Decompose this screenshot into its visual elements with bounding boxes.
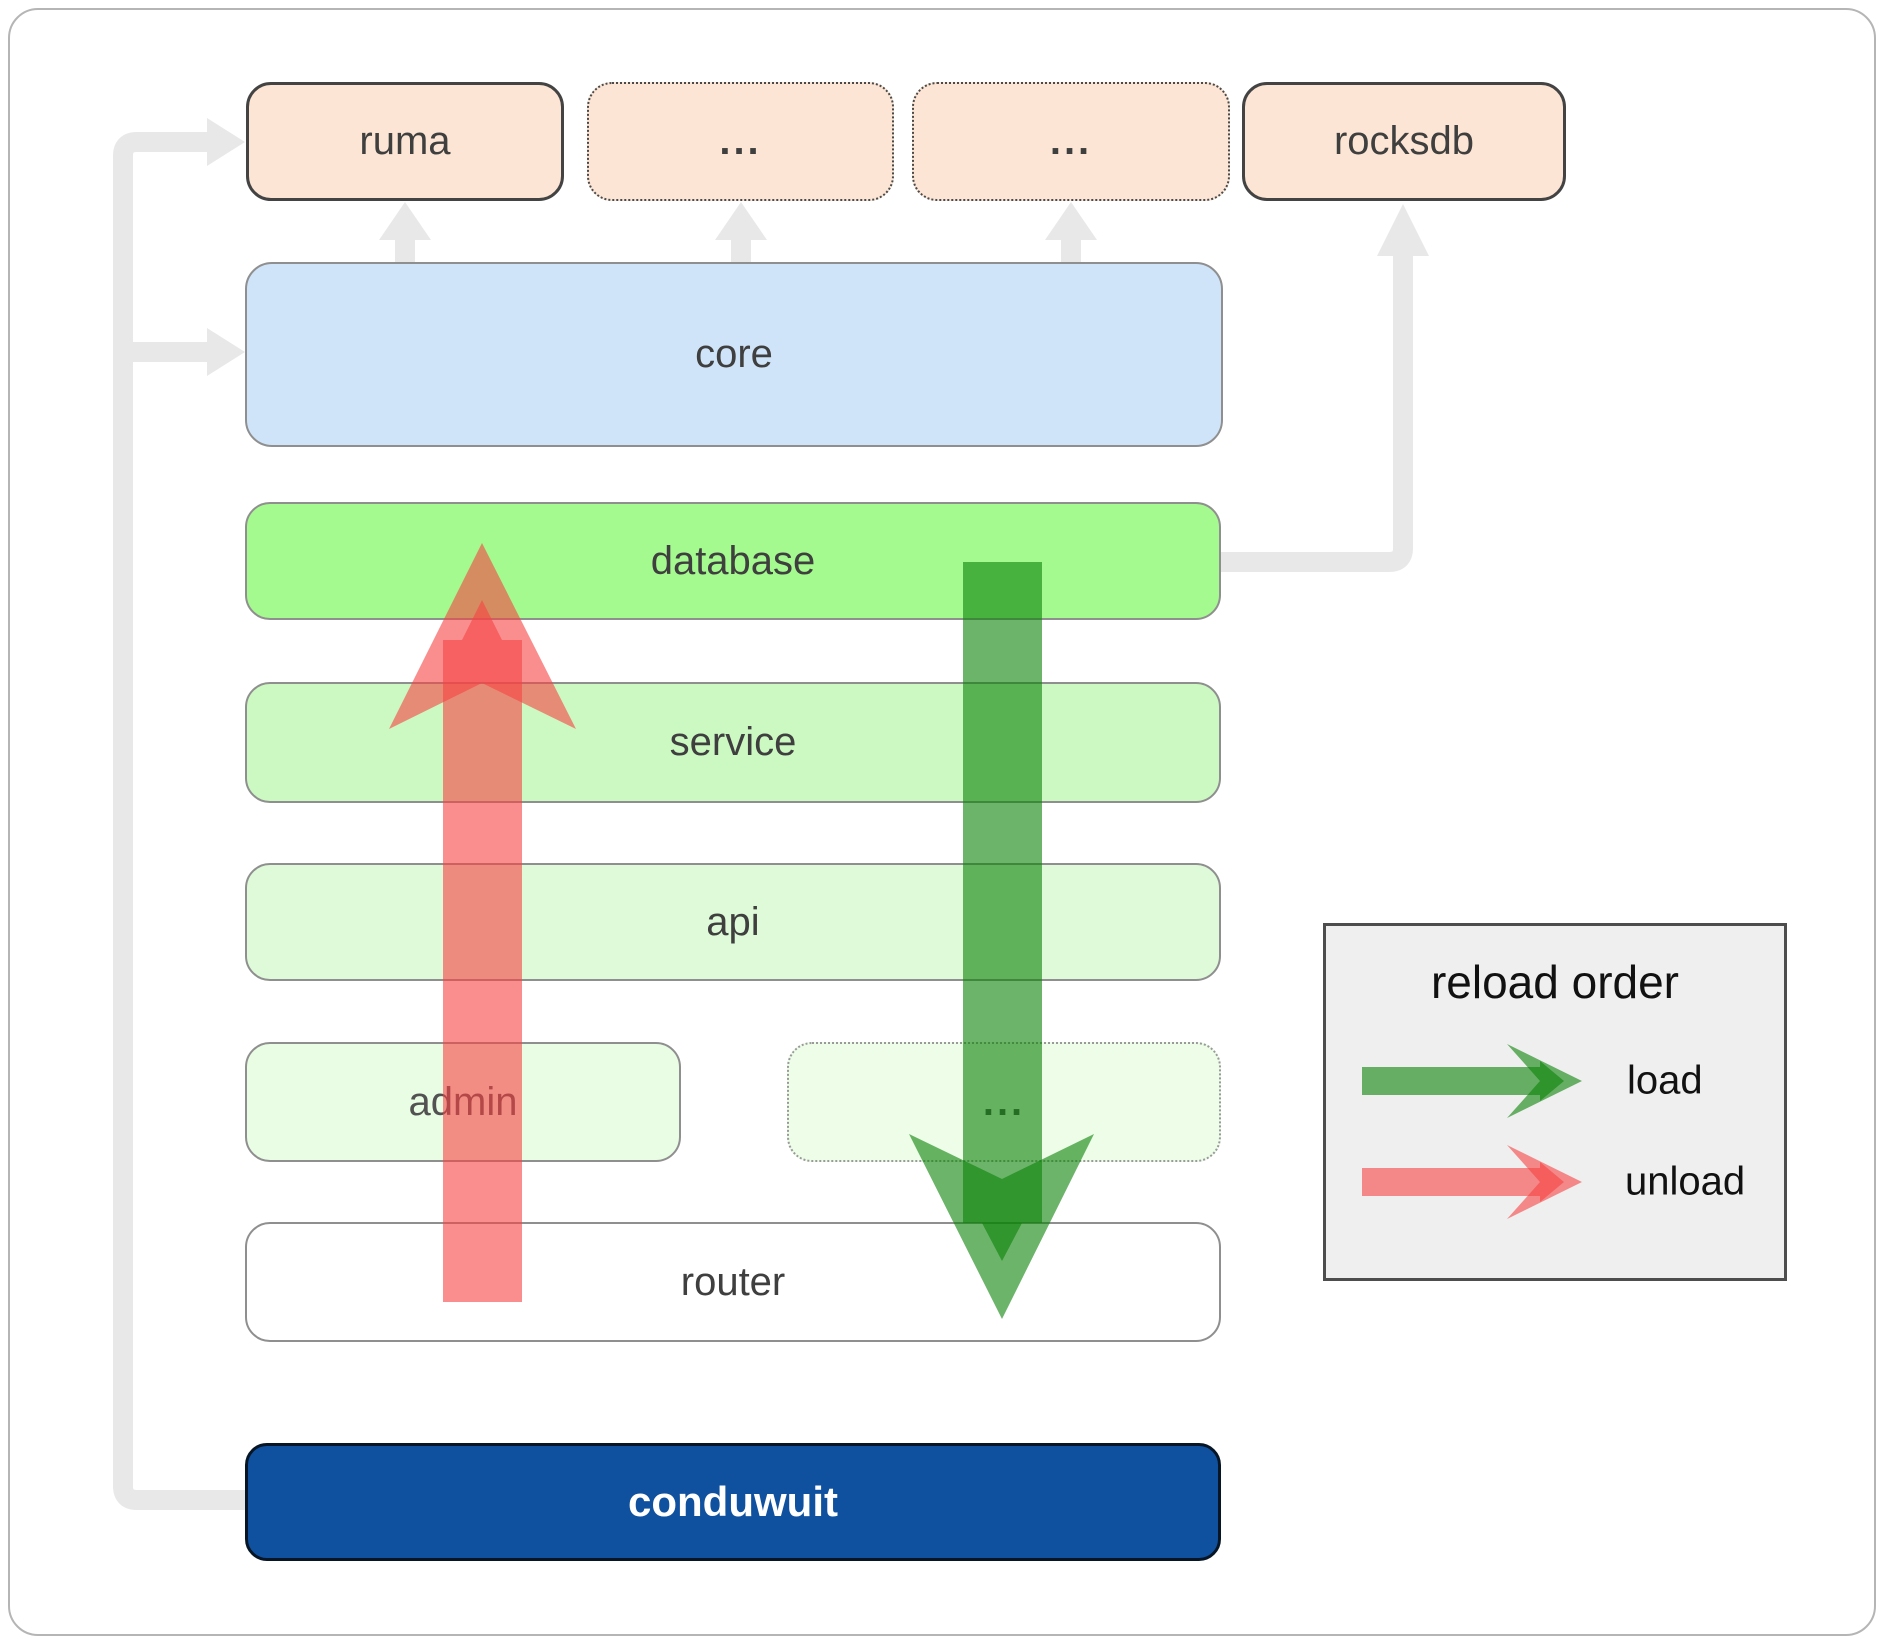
node-conduwuit-label: conduwuit	[628, 1478, 838, 1525]
node-rocksdb: rocksdb	[1242, 82, 1566, 201]
node-core-label: core	[695, 332, 773, 376]
node-rocksdb-label: rocksdb	[1333, 119, 1475, 163]
legend-title: reload order	[1430, 956, 1680, 1008]
node-ruma-label: ruma	[359, 119, 451, 163]
node-router: router	[245, 1222, 1221, 1342]
node-ellipsis-3-label: ...	[982, 1079, 1026, 1124]
node-ruma: ruma	[246, 82, 564, 201]
node-conduwuit: conduwuit	[245, 1443, 1221, 1561]
node-api: api	[245, 863, 1221, 981]
node-database-label: database	[650, 538, 816, 583]
diagram-outer-frame	[8, 8, 1876, 1636]
node-service-label: service	[669, 720, 797, 764]
node-admin-label: admin	[408, 1079, 518, 1124]
node-admin: admin	[245, 1042, 681, 1162]
node-ellipsis-1-label: ...	[719, 119, 762, 163]
legend-box: reload order	[1323, 923, 1787, 1281]
node-core: core	[245, 262, 1223, 447]
node-ellipsis-1: ...	[587, 82, 894, 201]
node-ellipsis-2-label: ...	[1049, 119, 1093, 163]
node-ellipsis-2: ...	[912, 82, 1230, 201]
node-database: database	[245, 502, 1221, 620]
node-ellipsis-3: ...	[787, 1042, 1221, 1162]
legend-unload-label: unload	[1625, 1159, 1746, 1204]
node-router-label: router	[680, 1259, 786, 1304]
node-service: service	[245, 682, 1221, 803]
node-api-label: api	[706, 899, 760, 944]
legend-load-label: load	[1627, 1058, 1703, 1103]
